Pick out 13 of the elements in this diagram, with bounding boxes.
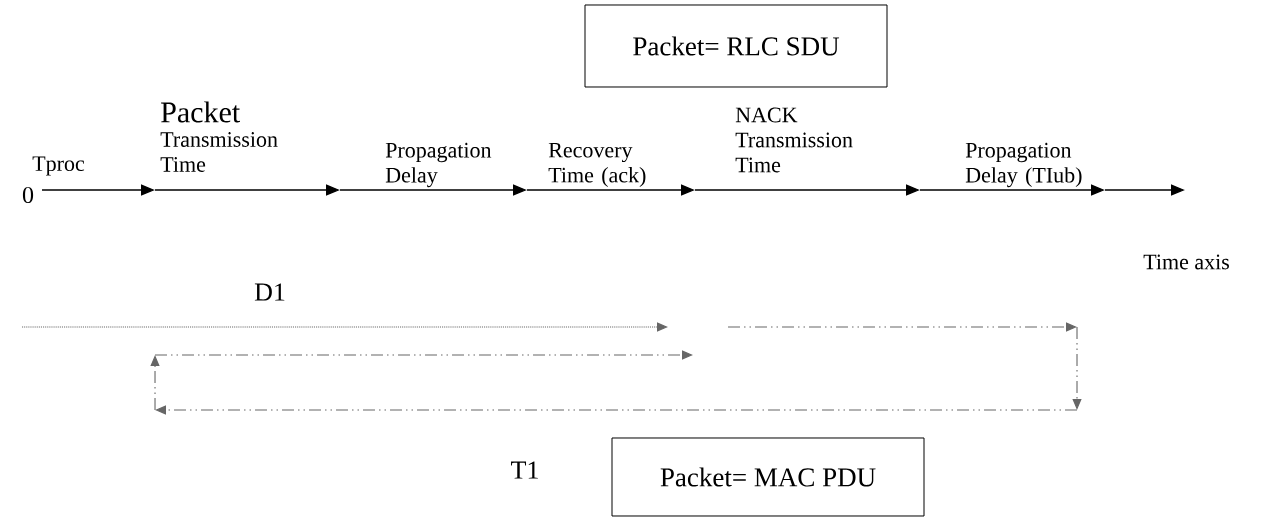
phase-label: NACK Transmission Time: [735, 107, 853, 173]
interval-label: T1: [511, 461, 538, 479]
phase-label: Tproc: [32, 156, 85, 176]
phase-label: Propagation Delay (TIub): [965, 142, 1082, 188]
phase-label: Transmission Time: [160, 132, 278, 172]
phase-label: Propagation Delay: [385, 142, 492, 188]
axis-origin-label: 0: [22, 186, 34, 204]
packet-box: Packet= RLC SDU: [584, 4, 888, 88]
phase-label: Packet: [161, 101, 240, 123]
axis-label: Time axis: [1143, 254, 1229, 270]
packet-box: Packet= MAC PDU: [611, 437, 925, 517]
interval-label: D1: [254, 283, 285, 301]
phase-label: Recovery Time (ack): [548, 142, 646, 188]
